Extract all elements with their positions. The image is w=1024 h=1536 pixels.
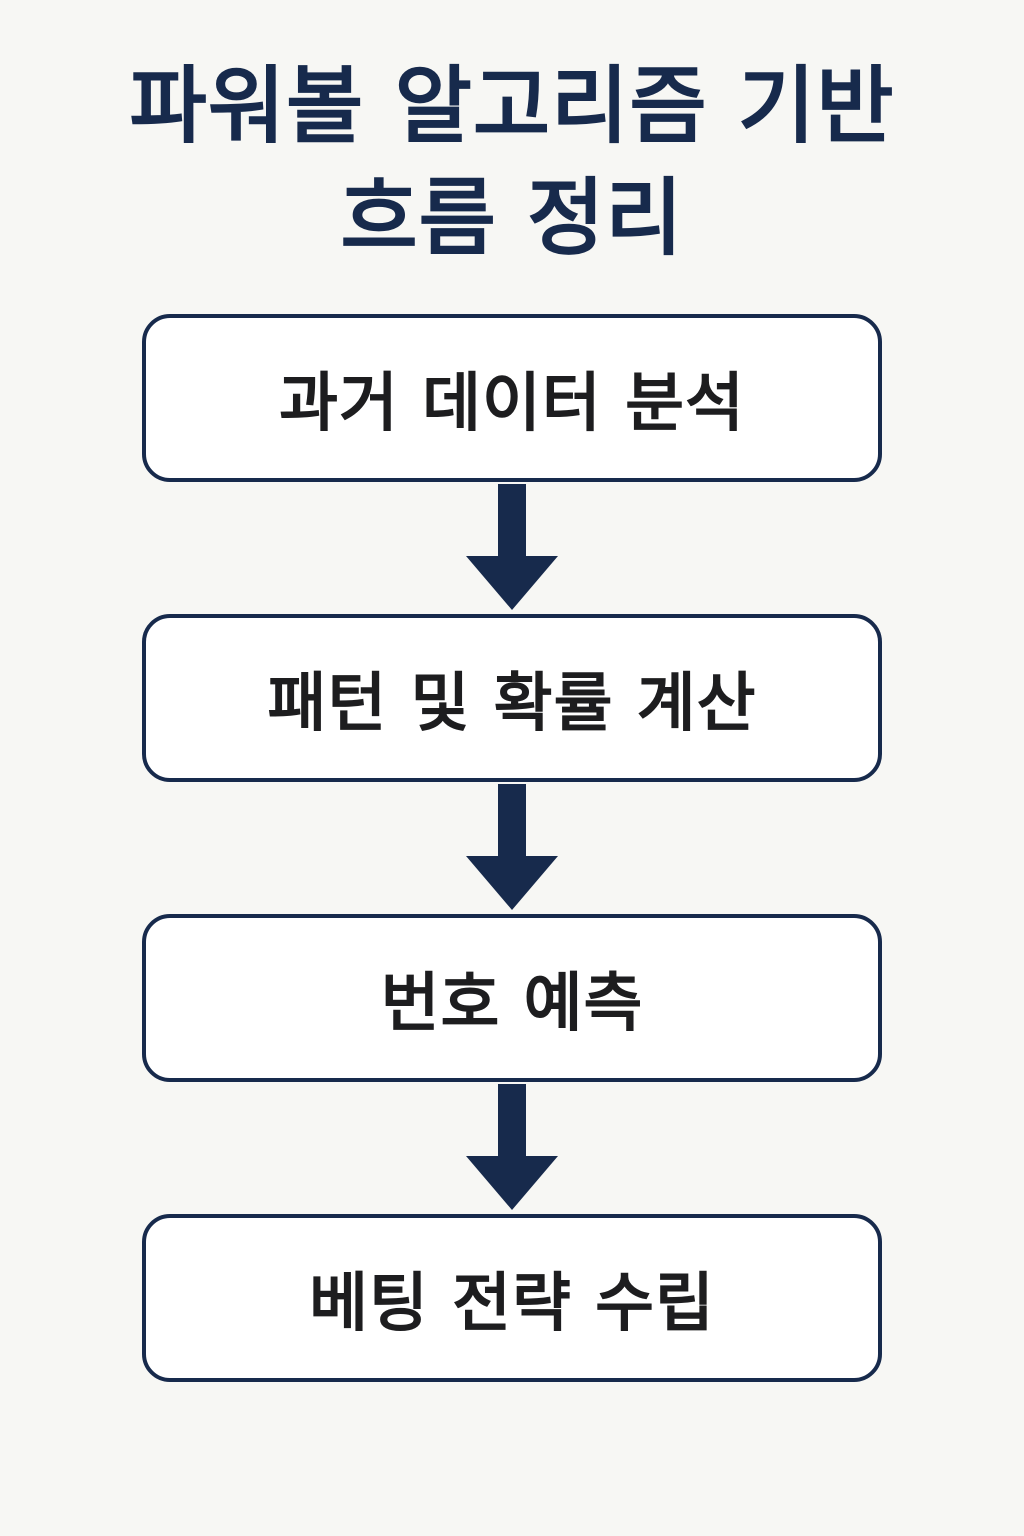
title-line-1: 파워볼 알고리즘 기반 xyxy=(129,57,895,155)
step-label: 과거 데이터 분석 xyxy=(279,367,745,441)
arrow-down-icon xyxy=(466,784,558,910)
arrow-down-icon xyxy=(466,484,558,610)
step-label: 베팅 전략 수립 xyxy=(309,1267,715,1341)
title-line-2: 흐름 정리 xyxy=(340,169,684,267)
step-label: 번호 예측 xyxy=(380,967,644,1041)
arrow-down-icon xyxy=(466,1084,558,1210)
step-box-3: 번호 예측 xyxy=(142,914,882,1082)
step-box-4: 베팅 전략 수립 xyxy=(142,1214,882,1382)
page-title: 파워볼 알고리즘 기반 흐름 정리 xyxy=(60,50,964,274)
step-box-2: 패턴 및 확률 계산 xyxy=(142,614,882,782)
step-label: 패턴 및 확률 계산 xyxy=(267,667,757,741)
step-box-1: 과거 데이터 분석 xyxy=(142,314,882,482)
